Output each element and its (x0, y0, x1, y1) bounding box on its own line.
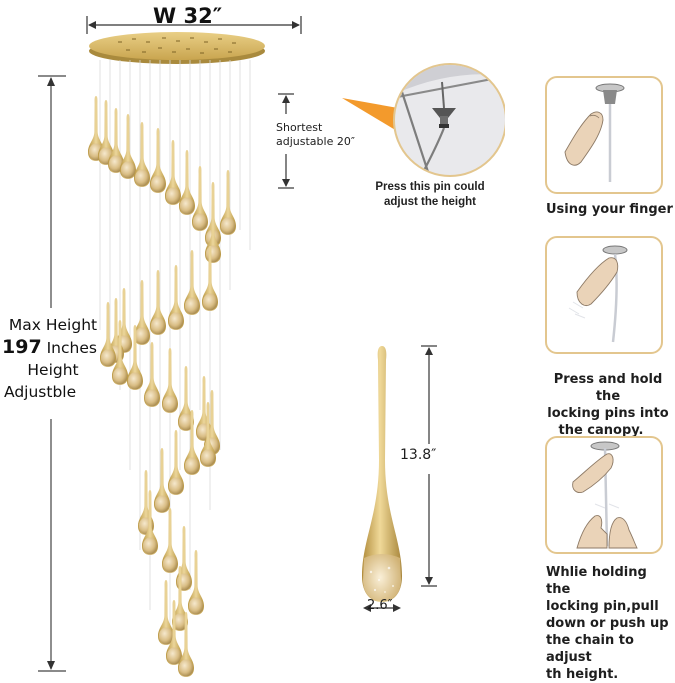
step-1-image (545, 76, 663, 194)
pin-callout-magnifier (342, 63, 505, 177)
finger-press-pin-icon (568, 245, 628, 343)
single-pendant-illustration (362, 345, 437, 612)
width-dimension: W 32″ (86, 0, 302, 34)
hands-pull-cable-icon (572, 441, 638, 549)
step-3-image (545, 436, 663, 554)
callout-pointer-icon (342, 98, 402, 134)
pendant-height-label: 13.8″ (400, 447, 437, 463)
step-2-image (545, 236, 663, 354)
pin-callout-caption: Press this pin could adjust the height (375, 181, 485, 208)
max-height-arrow-icon (38, 75, 66, 672)
shortest-arrow-icon (278, 93, 294, 189)
step-3-caption: Whlie holding the locking pin,pull down … (546, 565, 669, 682)
chandelier-illustration (88, 32, 265, 677)
max-height-label: Max Height 197 Inches Height Adjustble (2, 316, 98, 401)
shortest-label: Shortest adjustable 20″ (276, 121, 355, 148)
width-arrow-icon (86, 16, 302, 34)
pendant-width-label: 2.6″ (367, 598, 393, 613)
finger-near-pin-icon (564, 83, 625, 182)
width-label: W 32″ (153, 4, 223, 28)
step-2-caption: Press and hold the locking pins into the… (547, 372, 669, 438)
step-1-caption: Using your finger (546, 202, 673, 217)
